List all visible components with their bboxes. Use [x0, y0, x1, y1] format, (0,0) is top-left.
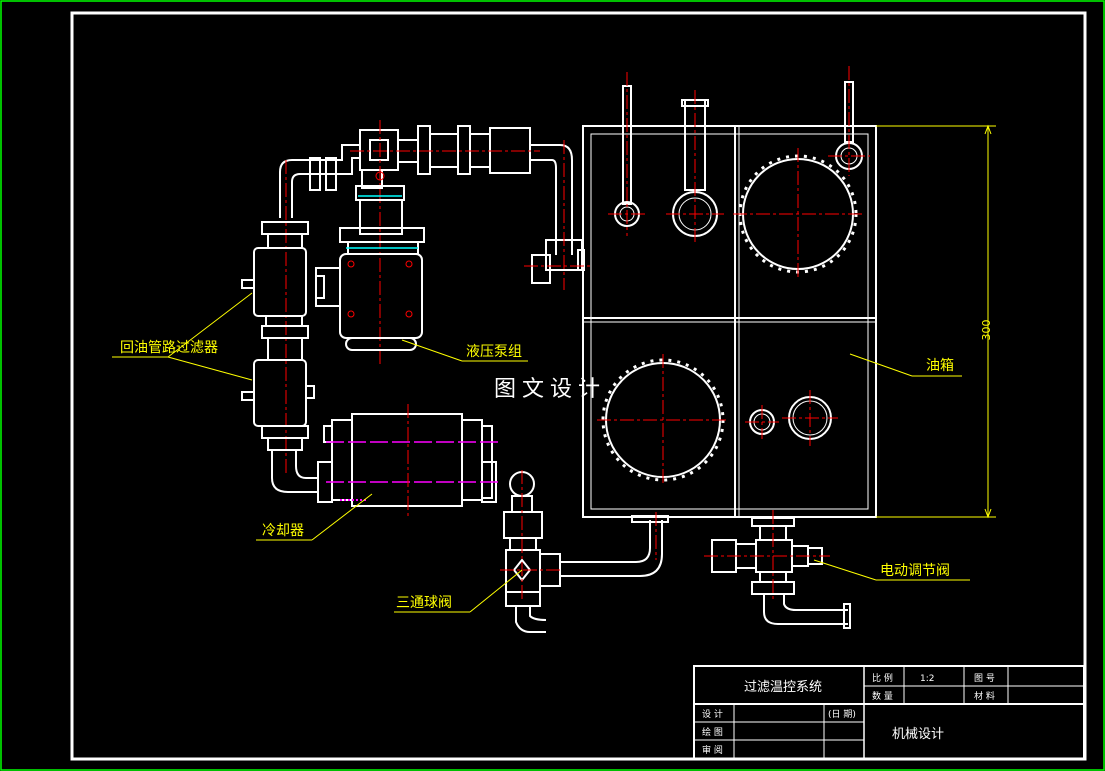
pump-unit	[315, 185, 425, 351]
callout-three-way-valve: 三通球阀	[396, 595, 452, 611]
drafting-label: 绘 图	[702, 726, 723, 738]
electric-valve-centerlines	[704, 510, 830, 600]
callout-return-filter: 回油管路过滤器	[120, 340, 218, 356]
watermark: 图文设计	[494, 377, 606, 402]
design-label: 设 计	[702, 708, 723, 720]
quantity-label: 数 量	[872, 690, 893, 702]
dimension-value: 300	[980, 320, 993, 341]
return-filters	[241, 221, 318, 493]
callout-cooler: 冷却器	[262, 523, 304, 539]
drawing-no-label: 图 号	[974, 673, 995, 684]
callout-pump-unit: 液压泵组	[466, 344, 522, 360]
drawing-name: 过滤温控系统	[744, 680, 822, 695]
callout-electric-valve: 电动调节阀	[880, 563, 950, 579]
scale-value: 1:2	[920, 674, 934, 684]
top-pipe-run	[279, 125, 585, 284]
cooler	[317, 413, 497, 507]
three-way-valve	[503, 471, 669, 633]
review-label: 审 阅	[702, 744, 723, 756]
height-dimension	[876, 124, 996, 519]
drawing-border	[70, 11, 1087, 761]
callout-oil-tank: 油箱	[926, 358, 954, 374]
leader-lines	[112, 292, 970, 613]
scale-label: 比 例	[872, 672, 893, 684]
pump-bolts	[347, 171, 413, 318]
valve-centerlines	[500, 470, 657, 600]
oil-tank-centerlines	[597, 66, 870, 486]
cooler-centerlines	[326, 441, 498, 483]
electric-control-valve	[711, 517, 851, 629]
material-label: 材 料	[974, 690, 995, 702]
company-name: 机械设计	[892, 727, 944, 742]
date-label: (日 期)	[828, 709, 856, 720]
title-block	[693, 665, 1085, 760]
